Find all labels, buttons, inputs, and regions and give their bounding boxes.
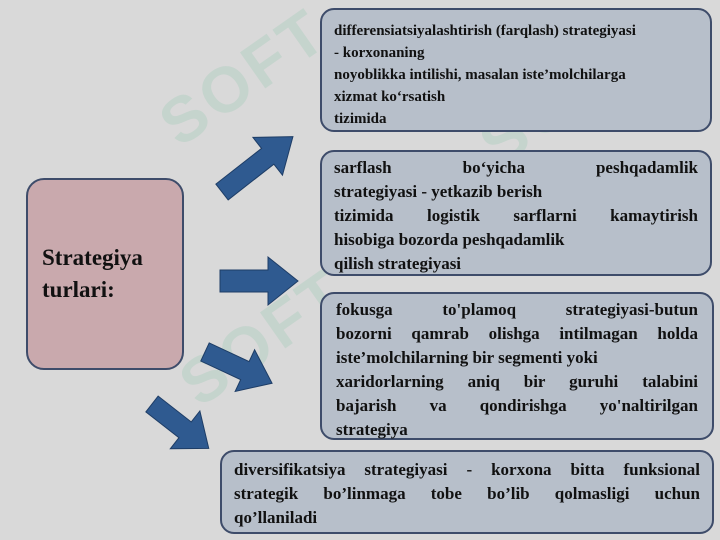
main-topic-line: turlari: — [42, 277, 115, 302]
main-topic-title: Strategiya turlari: — [42, 242, 143, 306]
main-topic-box: Strategiya turlari: — [26, 178, 184, 370]
box-text-line: xizmat ko‘rsatish — [334, 89, 446, 105]
box-text-line: iste’molchilarning bir segmenti yoki — [336, 348, 598, 367]
box-text-line: strategiya — [336, 420, 408, 439]
box-text-line: differensiatsiyalashtirish (farqlash) st… — [334, 23, 636, 39]
main-topic-line: Strategiya — [42, 245, 143, 270]
box-text-line: strategiyasi - yetkazib berish — [334, 182, 543, 201]
box-text-line: fokusga to'plamoq strategiyasi-butun — [336, 300, 698, 319]
box-text-line: noyoblikka intilishi, masalan iste’molch… — [334, 67, 626, 83]
box-text-line: qo’llaniladi — [234, 508, 318, 527]
box-text-line: xaridorlarning aniq bir guruhi talabini — [336, 372, 698, 391]
arrow-to-box-2 — [219, 255, 299, 307]
box-text-line: bozorni qamrab olishga intilmagan holda — [336, 324, 698, 343]
box-text-line: tizimida logistik sarflarni kamaytirish — [334, 206, 698, 225]
box-text-line: diversifikatsiya strategiyasi - korxona … — [234, 460, 700, 479]
box-text-line: hisobiga bozorda peshqadamlik — [334, 230, 565, 249]
arrow-to-box-3 — [200, 342, 273, 393]
box-text-line: tizimida — [334, 111, 387, 127]
strategy-box-diversification: diversifikatsiya strategiyasi - korxona … — [220, 450, 714, 534]
arrow-to-box-1 — [215, 136, 294, 201]
box-text-line: bajarish va qondirishga yo'naltirilgan — [336, 396, 698, 415]
arrow-to-box-4 — [145, 395, 210, 450]
strategy-box-differentiation: differensiatsiyalashtirish (farqlash) st… — [320, 8, 712, 132]
strategy-box-cost-leadership: sarflash bo‘yicha peshqadamlik strategiy… — [320, 150, 712, 276]
box-text-line: sarflash bo‘yicha peshqadamlik — [334, 158, 698, 177]
box-text-line: - korxonaning — [334, 45, 425, 61]
box-text-line: qilish strategiyasi — [334, 254, 462, 273]
box-text-line: strategik bo’linmaga tobe bo’lib qolmasl… — [234, 484, 700, 503]
strategy-box-focus: fokusga to'plamoq strategiyasi-butun boz… — [320, 292, 714, 440]
